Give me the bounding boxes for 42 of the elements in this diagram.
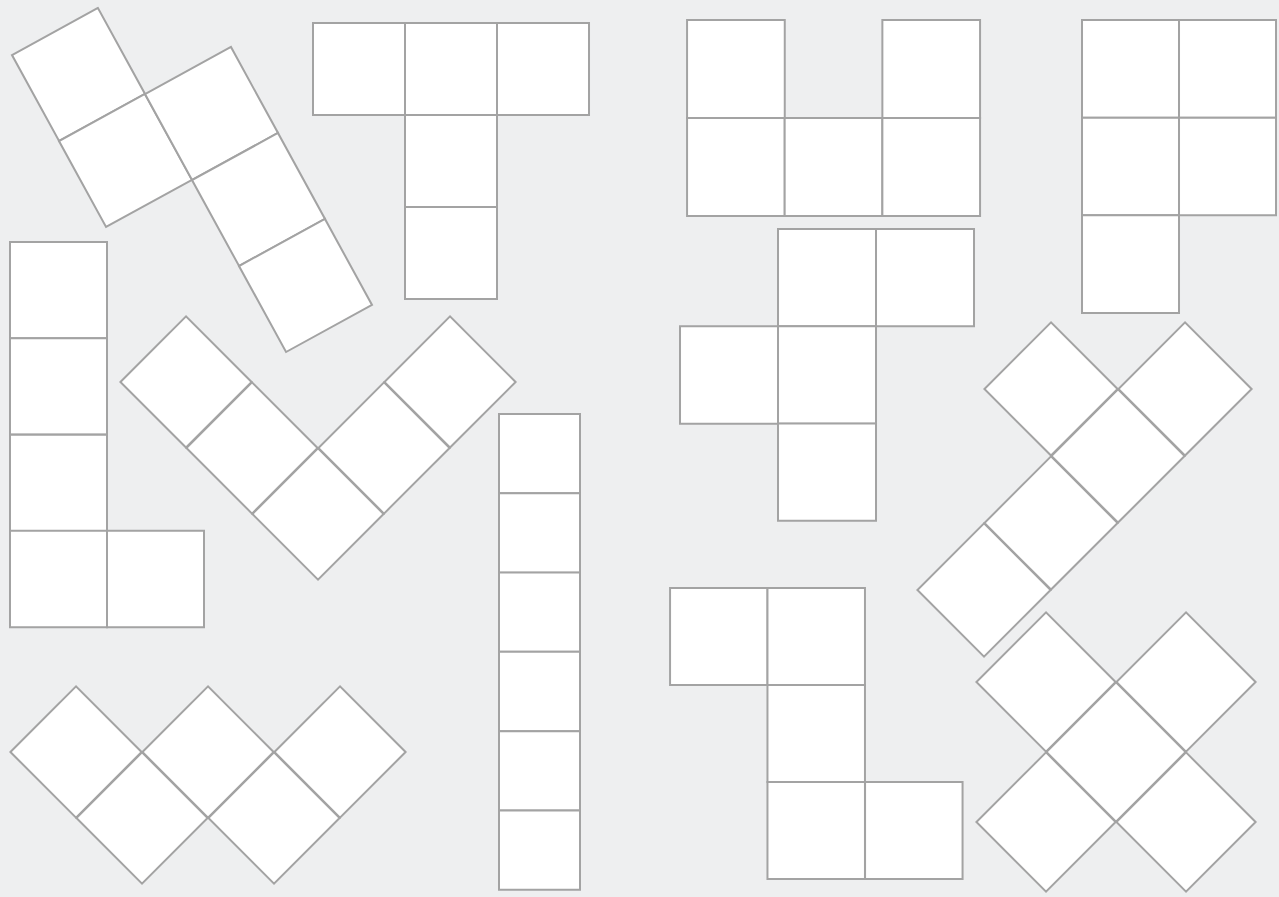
square [404,114,498,208]
square [777,325,877,425]
square [881,117,982,217]
square [312,22,406,116]
square [498,809,581,891]
square [207,751,341,885]
square [496,22,590,116]
square [404,22,498,116]
square [1178,116,1277,217]
square [498,571,581,653]
square [669,587,769,686]
square [1117,321,1253,457]
square [766,781,866,880]
square [9,240,108,340]
square [1081,214,1180,315]
square [777,422,877,522]
square [783,117,884,217]
square [9,337,108,436]
square [498,650,581,733]
square [679,325,779,425]
square [1081,19,1180,119]
square [766,587,866,686]
square [881,19,982,119]
square [404,206,498,300]
square [777,227,877,328]
square [498,412,581,495]
square [9,529,108,629]
square [975,751,1117,893]
square [498,730,581,812]
square [1115,751,1257,893]
square [766,684,866,783]
square [1081,116,1180,217]
square [1115,611,1257,753]
square [686,19,786,119]
square [1178,19,1277,119]
square [106,529,205,629]
square [75,751,209,885]
square [498,492,581,574]
square [875,227,975,328]
square [864,781,964,880]
square [686,117,786,217]
square [9,433,108,532]
